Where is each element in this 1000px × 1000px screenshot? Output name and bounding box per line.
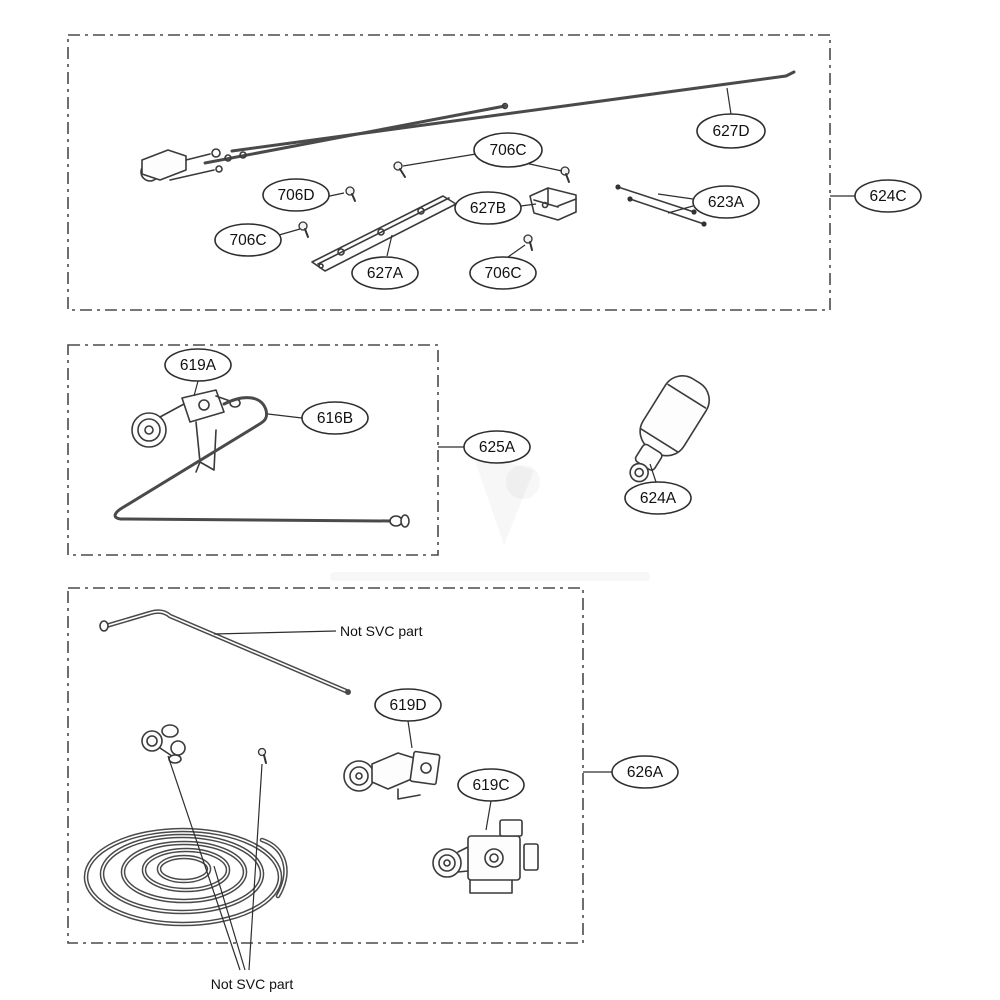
- part-valve-619A: [131, 389, 241, 473]
- callout-627A: 627A: [351, 256, 419, 290]
- callout-label: 706C: [229, 232, 266, 249]
- part-valve-619C: [432, 819, 539, 894]
- callout-label: 706C: [484, 265, 521, 282]
- part-bent-tube: [99, 609, 351, 695]
- bottom-assembly-box: [67, 587, 584, 944]
- callout-label: 626A: [627, 764, 664, 781]
- callout-label: 619D: [389, 697, 426, 714]
- callout-label: 627D: [712, 123, 749, 140]
- callout-label: 706D: [277, 187, 314, 204]
- part-valve-619D: [343, 750, 441, 800]
- middle-assembly-box: [67, 344, 439, 556]
- callout-624C: 624C: [854, 179, 922, 213]
- callout-619C: 619C: [457, 768, 525, 802]
- part-bracket-627B: [529, 187, 577, 221]
- top-assembly-box: [67, 34, 831, 311]
- part-elbow-fitting: [141, 724, 267, 764]
- callout-619A: 619A: [164, 348, 232, 382]
- callout-625A: 625A: [463, 430, 531, 464]
- callout-label: 619A: [180, 357, 217, 374]
- callout-label: 625A: [479, 439, 516, 456]
- callout-706D: 706D: [262, 178, 330, 212]
- part-rods-623A: [615, 184, 707, 227]
- callout-label: 619C: [472, 777, 509, 794]
- leader-lines: [167, 87, 855, 971]
- callout-label: 627A: [367, 265, 404, 282]
- part-inlet-valve-top: [140, 148, 223, 182]
- note-not-svc-top: Not SVC part: [340, 623, 423, 639]
- note-not-svc-bottom: Not SVC part: [211, 976, 294, 992]
- part-coiled-tube: [83, 827, 288, 927]
- callout-label: 623A: [708, 194, 745, 211]
- callout-706C-2: 706C: [214, 223, 282, 257]
- callout-label: 706C: [489, 142, 526, 159]
- screw-icon: [298, 161, 570, 251]
- callout-706C-1: 706C: [473, 132, 543, 168]
- callout-label: 627B: [470, 200, 506, 217]
- callout-624A: 624A: [624, 481, 692, 515]
- callout-label: 624A: [640, 490, 677, 507]
- part-tube-616B: [113, 396, 410, 528]
- callout-627D: 627D: [696, 113, 766, 149]
- callout-619D: 619D: [374, 688, 442, 722]
- part-tube-long-627D: [203, 70, 796, 165]
- callout-626A: 626A: [611, 755, 679, 789]
- callout-623A: 623A: [692, 185, 760, 219]
- watermark: [330, 452, 650, 581]
- callout-616B: 616B: [301, 401, 369, 435]
- callout-label: 624C: [869, 188, 906, 205]
- part-water-filter-624A: [629, 375, 710, 483]
- callout-706C-3: 706C: [469, 256, 537, 290]
- callout-627B: 627B: [454, 191, 522, 225]
- callout-label: 616B: [317, 410, 353, 427]
